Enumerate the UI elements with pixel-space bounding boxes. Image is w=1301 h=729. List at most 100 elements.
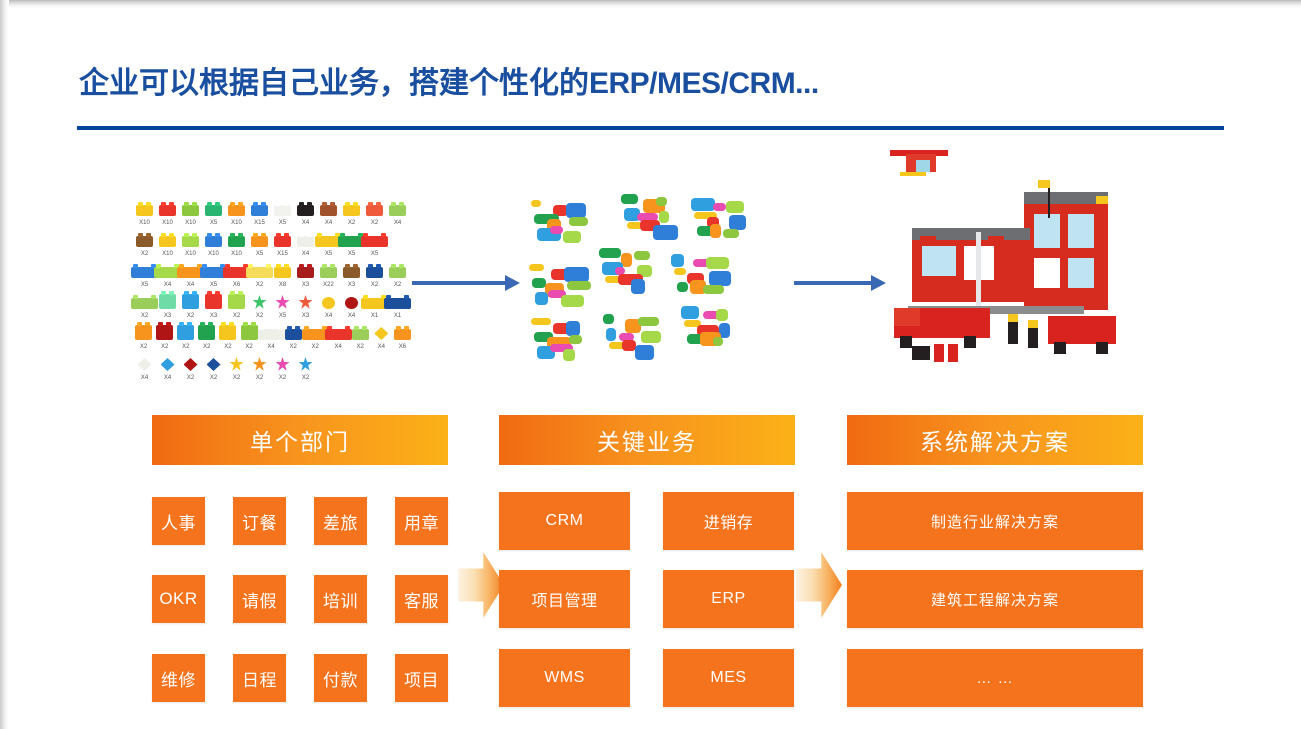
lego-brick-icon bbox=[251, 236, 268, 247]
lego-model-part bbox=[566, 203, 586, 218]
lego-model-part bbox=[719, 323, 730, 338]
brick-quantity-label: X3 bbox=[163, 313, 172, 319]
banner-column-3-label: 系统解决方案 bbox=[920, 430, 1070, 455]
tile-meal-order[interactable]: 订餐 bbox=[233, 497, 286, 545]
tile-seal-use[interactable]: 用章 bbox=[395, 497, 448, 545]
lego-brick-icon bbox=[182, 294, 199, 309]
brick-cell: X10 bbox=[156, 236, 179, 258]
brick-quantity-label: X10 bbox=[185, 251, 196, 257]
tile-inventory-mgmt[interactable]: 进销存 bbox=[663, 492, 794, 550]
brick-cell: X10 bbox=[133, 205, 156, 227]
lego-model-part bbox=[703, 311, 726, 319]
brick-cell: X10 bbox=[225, 205, 248, 227]
brick-quantity-label: X2 bbox=[224, 344, 232, 350]
lego-brick-icon bbox=[301, 329, 329, 340]
page-title: 企业可以根据自己业务，搭建个性化的ERP/MES/CRM... bbox=[79, 62, 819, 106]
brick-quantity-label: X2 bbox=[311, 344, 319, 350]
lego-brick-icon bbox=[159, 205, 176, 216]
tile-hr[interactable]: 人事 bbox=[152, 497, 205, 545]
extinguisher bbox=[934, 344, 944, 362]
tile-label: 日程 bbox=[242, 670, 277, 690]
lego-model-part bbox=[534, 332, 553, 342]
lego-brick-icon bbox=[251, 205, 268, 216]
tile-manufacturing-solution[interactable]: 制造行业解决方案 bbox=[847, 492, 1143, 550]
helicopter-canopy bbox=[916, 160, 930, 172]
lego-model-part bbox=[569, 217, 588, 226]
brick-cell: X2 bbox=[350, 329, 371, 351]
lego-brick-icon bbox=[298, 295, 313, 309]
banner-column-2-label: 关键业务 bbox=[597, 430, 697, 455]
lego-brick-icon bbox=[159, 236, 176, 247]
lego-brick-icon bbox=[320, 205, 337, 216]
brick-cell: X6 bbox=[392, 329, 413, 351]
lego-model-part bbox=[653, 225, 678, 240]
lego-model-part bbox=[605, 276, 625, 283]
tile-label: 付款 bbox=[323, 670, 358, 690]
tile-okr[interactable]: OKR bbox=[152, 575, 205, 623]
tile-schedule[interactable]: 日程 bbox=[233, 654, 286, 702]
lego-model-part bbox=[697, 226, 719, 236]
tile-leave[interactable]: 请假 bbox=[233, 575, 286, 623]
tile-project[interactable]: 项目 bbox=[395, 654, 448, 702]
brick-quantity-label: X5 bbox=[347, 251, 356, 257]
tile-more-solutions[interactable]: … … bbox=[847, 649, 1143, 707]
brick-quantity-label: X3 bbox=[301, 282, 310, 288]
lego-model-part bbox=[563, 231, 581, 243]
tile-maintenance[interactable]: 维修 bbox=[152, 654, 205, 702]
tile-construction-solution[interactable]: 建筑工程解决方案 bbox=[847, 570, 1143, 628]
lego-model-part bbox=[550, 344, 573, 352]
brick-cell: X4 bbox=[294, 236, 317, 258]
brick-quantity-label: X5 bbox=[370, 251, 379, 257]
brick-cell: X2 bbox=[179, 358, 202, 382]
brick-quantity-label: X5 bbox=[255, 251, 264, 257]
tile-project-management[interactable]: 项目管理 bbox=[499, 570, 630, 628]
tile-label: 建筑工程解决方案 bbox=[930, 592, 1059, 609]
brick-quantity-label: X10 bbox=[185, 220, 196, 226]
brick-quantity-label: X2 bbox=[255, 282, 264, 288]
lego-model-part bbox=[622, 340, 636, 351]
tile-label: CRM bbox=[545, 512, 584, 529]
tile-payment[interactable]: 付款 bbox=[314, 654, 367, 702]
lego-brick-icon bbox=[183, 358, 198, 371]
lego-model-part bbox=[716, 309, 728, 321]
flag bbox=[1096, 196, 1108, 204]
lego-model-part bbox=[532, 278, 546, 288]
tile-crm[interactable]: CRM bbox=[499, 492, 630, 550]
tile-label: 制造行业解决方案 bbox=[930, 514, 1059, 531]
brick-quantity-label: X4 bbox=[334, 344, 342, 350]
brick-cell: X3 bbox=[294, 295, 317, 320]
tile-erp[interactable]: ERP bbox=[663, 570, 794, 628]
lego-brick-icon bbox=[223, 267, 250, 278]
lego-model-part bbox=[710, 224, 721, 238]
tile-mes[interactable]: MES bbox=[663, 649, 794, 707]
lego-brick-icon bbox=[298, 357, 313, 371]
tile-wms[interactable]: WMS bbox=[499, 649, 630, 707]
lego-brick-icon bbox=[343, 267, 360, 278]
lego-model-part bbox=[550, 226, 563, 234]
lego-model-part bbox=[566, 321, 580, 336]
lego-brick-icon bbox=[366, 267, 383, 278]
lego-model-part bbox=[634, 251, 650, 260]
tile-label: 用章 bbox=[404, 513, 439, 533]
brick-quantity-label: X2 bbox=[232, 375, 241, 381]
tile-training[interactable]: 培训 bbox=[314, 575, 367, 623]
tile-label: 项目管理 bbox=[531, 593, 598, 610]
tile-customer-service[interactable]: 客服 bbox=[395, 575, 448, 623]
lego-model-part bbox=[627, 222, 642, 229]
lego-brick-icon bbox=[345, 297, 358, 309]
lego-model-part bbox=[563, 349, 575, 361]
lego-model-part bbox=[640, 220, 660, 231]
truck-wheel bbox=[1054, 342, 1066, 354]
station-window bbox=[1068, 214, 1094, 248]
brick-cell: X3 bbox=[340, 267, 363, 289]
lego-brick-icon bbox=[200, 267, 227, 278]
tile-travel[interactable]: 差旅 bbox=[314, 497, 367, 545]
brick-quantity-label: X22 bbox=[323, 282, 334, 288]
brick-quantity-label: X2 bbox=[289, 344, 297, 350]
page-title-cjk: 企业可以根据自己业务，搭建个性化的 bbox=[79, 67, 589, 100]
brick-cell: X2 bbox=[225, 294, 248, 320]
lego-brick-icon bbox=[135, 325, 153, 340]
